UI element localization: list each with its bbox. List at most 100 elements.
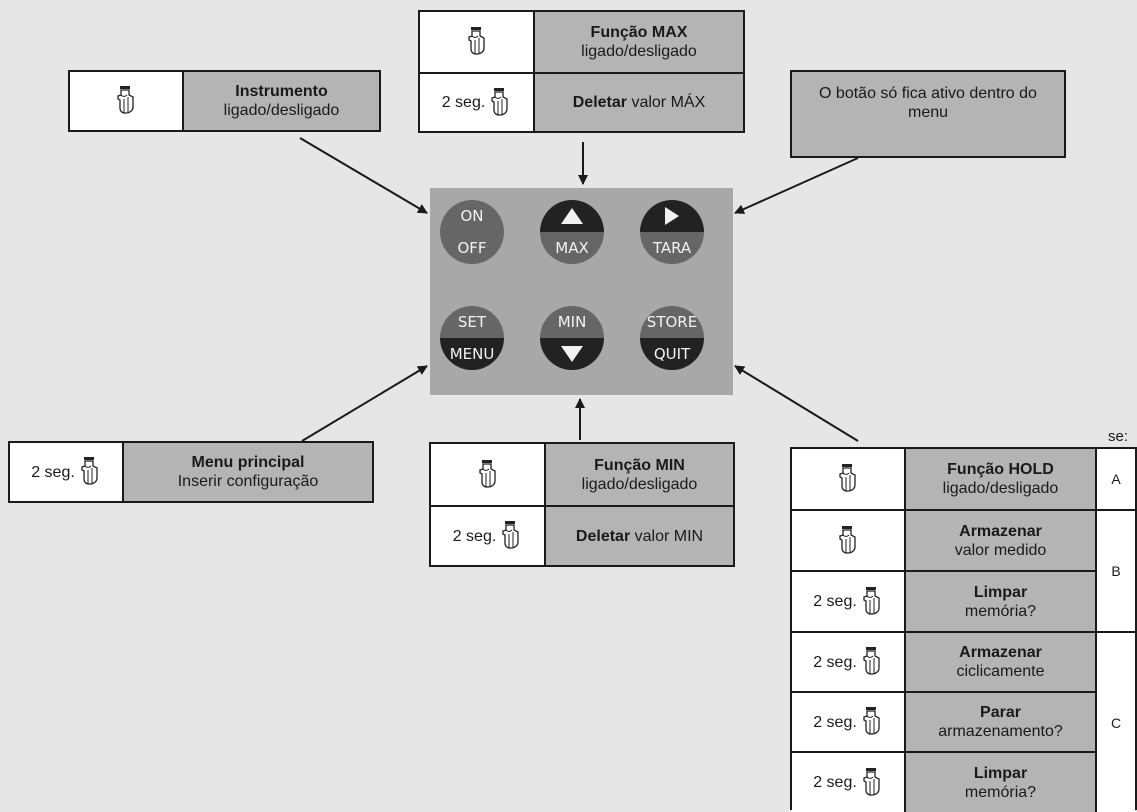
row-title: Armazenar — [959, 644, 1042, 661]
row-title: Limpar — [973, 764, 1028, 782]
main-menu-desc: Inserir configuração — [177, 473, 319, 490]
max-function-desc: ligado/desligado — [581, 43, 697, 60]
arrow-tara — [734, 157, 859, 214]
hold-cell: 2 seg. — [792, 693, 906, 751]
hold-cell: 2 seg. — [792, 572, 906, 631]
stop-store-label: Parar armazenamento? — [906, 693, 1095, 751]
delete-min-label: Deletar valor MIN — [546, 507, 733, 565]
main-menu-title: Menu principal — [191, 454, 305, 471]
max-function-label: Função MAX ligado/desligado — [535, 12, 743, 72]
tara-label: TARA — [640, 232, 704, 264]
pointing-hand-icon — [467, 26, 485, 55]
divider — [792, 509, 1135, 511]
press-cell — [70, 72, 184, 130]
delete-max-desc: valor MÁX — [627, 94, 706, 111]
button-panel: ON OFF MAX TARA SET MENU MIN STORE QUIT — [430, 188, 733, 395]
instrument-title: Instrumento — [235, 83, 328, 100]
delete-min-desc: valor MIN — [630, 527, 704, 545]
menu-box: 2 seg. Menu principal Inserir configuraç… — [8, 441, 374, 503]
pointing-hand-icon — [81, 456, 98, 485]
on-off-button[interactable]: ON OFF — [440, 200, 504, 264]
row-desc: memória? — [964, 783, 1037, 801]
note-text: O botão só fica ativo dentro do menu — [819, 85, 1037, 121]
row-desc: memória? — [964, 602, 1037, 620]
hold-cell: 2 seg. — [792, 753, 906, 812]
set-label: SET — [440, 306, 504, 338]
note-box: O botão só fica ativo dentro do menu — [790, 70, 1066, 158]
pointing-hand-icon — [839, 463, 856, 492]
row-desc: ciclicamente — [956, 663, 1045, 680]
row-desc: armazenamento? — [938, 723, 1063, 740]
delete-min-title: Deletar — [575, 527, 631, 545]
hold-cell: 2 seg. — [420, 74, 535, 131]
hold-duration: 2 seg. — [31, 463, 75, 481]
delete-max-label: Deletar valor MÁX — [535, 74, 743, 131]
clear-memory-label: Limpar memória? — [906, 753, 1095, 812]
divider — [792, 570, 1095, 572]
min-box: Função MIN ligado/desligado 2 seg. Delet… — [429, 442, 735, 567]
hold-cell: 2 seg. — [10, 443, 124, 501]
delete-max-title: Deletar — [572, 94, 627, 111]
arrow-menu — [301, 365, 428, 442]
on-label: ON — [440, 200, 504, 232]
row-title: Armazenar — [959, 522, 1042, 540]
store-label: STORE — [640, 306, 704, 338]
instrument-box: Instrumento ligado/desligado — [68, 70, 381, 132]
main-menu-label: Menu principal Inserir configuração — [124, 443, 372, 501]
hold-function-label: Função HOLD ligado/desligado — [906, 449, 1095, 509]
right-tara-button[interactable]: TARA — [640, 200, 704, 264]
press-cell — [792, 449, 906, 509]
instrument-label: Instrumento ligado/desligado — [184, 72, 379, 130]
off-label: OFF — [440, 232, 504, 264]
hold-cell: 2 seg. — [431, 507, 546, 565]
hold-cell: 2 seg. — [792, 633, 906, 691]
divider — [792, 751, 1095, 753]
min-function-title: Função MIN — [594, 456, 685, 474]
down-arrow-icon — [540, 338, 604, 370]
clear-memory-label: Limpar memória? — [906, 572, 1095, 631]
set-menu-button[interactable]: SET MENU — [440, 306, 504, 370]
arrow-instrument — [299, 137, 428, 214]
store-quit-button[interactable]: STORE QUIT — [640, 306, 704, 370]
hold-duration: 2 seg. — [813, 653, 857, 671]
store-box: Função HOLD ligado/desligado Armazenar v… — [790, 447, 1137, 812]
pointing-hand-icon — [478, 458, 496, 488]
press-cell — [792, 511, 906, 570]
condition-label: se: — [1108, 428, 1129, 445]
pointing-hand-icon — [502, 520, 519, 549]
pointing-hand-icon — [839, 524, 856, 554]
up-max-button[interactable]: MAX — [540, 200, 604, 264]
min-function-label: Função MIN ligado/desligado — [546, 444, 733, 505]
press-cell — [420, 12, 535, 72]
hold-duration: 2 seg. — [441, 94, 486, 111]
press-cell — [431, 444, 546, 505]
min-down-button[interactable]: MIN — [540, 306, 604, 370]
pointing-hand-icon — [863, 585, 880, 615]
row-desc: valor medido — [954, 541, 1047, 559]
group-label-b: B — [1095, 511, 1135, 631]
arrow-store — [734, 365, 859, 442]
pointing-hand-icon — [491, 86, 508, 116]
menu-label: MENU — [440, 338, 504, 370]
divider — [431, 505, 733, 507]
right-arrow-icon — [640, 200, 704, 232]
up-arrow-icon — [540, 200, 604, 232]
pointing-hand-icon — [863, 766, 880, 796]
max-function-title: Função MAX — [590, 24, 688, 41]
quit-label: QUIT — [640, 338, 704, 370]
row-title: Função HOLD — [947, 461, 1054, 478]
hold-duration: 2 seg. — [813, 593, 857, 610]
min-function-desc: ligado/desligado — [581, 475, 698, 493]
max-label: MAX — [540, 232, 604, 264]
row-title: Limpar — [973, 583, 1028, 601]
pointing-hand-icon — [117, 85, 134, 114]
hold-duration: 2 seg. — [452, 527, 497, 545]
pointing-hand-icon — [863, 706, 880, 735]
group-label-c: C — [1095, 633, 1135, 812]
max-box: Função MAX ligado/desligado 2 seg. Delet… — [418, 10, 745, 133]
group-label-a: A — [1095, 449, 1135, 509]
divider — [792, 631, 1135, 633]
row-desc: ligado/desligado — [942, 480, 1059, 497]
hold-duration: 2 seg. — [813, 713, 857, 731]
